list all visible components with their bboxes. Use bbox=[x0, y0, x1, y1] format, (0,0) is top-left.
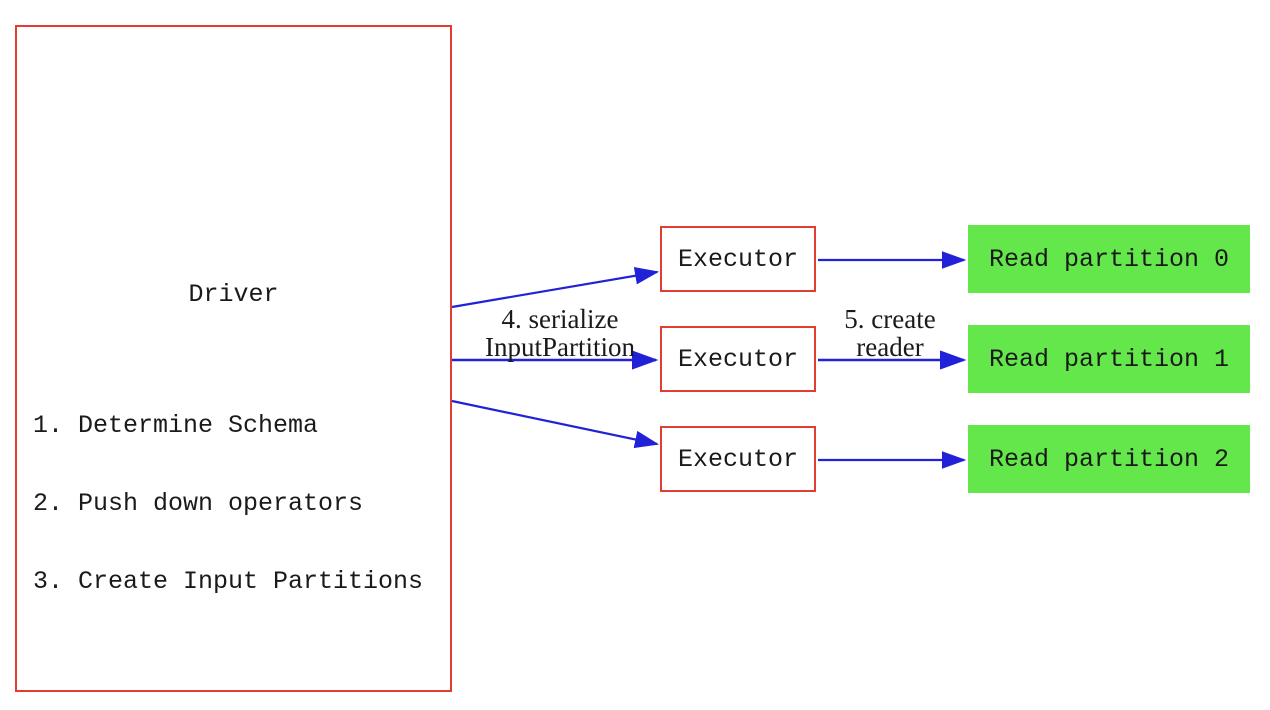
executor-label: Executor bbox=[677, 444, 799, 474]
edge-label-line: InputPartition bbox=[485, 332, 635, 362]
driver-steps: 1. Determine Schema 2. Push down operato… bbox=[33, 361, 423, 647]
executor-label: Executor bbox=[677, 244, 799, 274]
arrow-driver-to-executor-0 bbox=[451, 267, 660, 309]
executor-node-0: Executor bbox=[660, 226, 816, 292]
edge-label-line: 5. create bbox=[844, 304, 936, 334]
edge-label-line: 4. serialize bbox=[501, 304, 619, 334]
read-partition-node-2: Read partition 2 bbox=[968, 425, 1250, 493]
read-partition-node-1: Read partition 1 bbox=[968, 325, 1250, 393]
driver-step-2: 2. Push down operators bbox=[33, 489, 364, 518]
read-partition-label: Read partition 0 bbox=[988, 244, 1230, 274]
read-partition-label: Read partition 2 bbox=[988, 444, 1230, 474]
edge-label-create-reader: 5. create reader bbox=[770, 305, 1010, 361]
driver-node: Driver 1. Determine Schema 2. Push down … bbox=[15, 25, 452, 692]
edge-label-serialize-inputpartition: 4. serialize InputPartition bbox=[430, 305, 690, 361]
arrow-driver-to-executor-2 bbox=[451, 399, 660, 449]
executor-label: Executor bbox=[677, 344, 799, 374]
read-partition-node-0: Read partition 0 bbox=[968, 225, 1250, 293]
executor-node-2: Executor bbox=[660, 426, 816, 492]
edge-label-line: reader bbox=[856, 332, 924, 362]
read-partition-label: Read partition 1 bbox=[988, 344, 1230, 374]
executor-node-1: Executor bbox=[660, 326, 816, 392]
driver-step-1: 1. Determine Schema bbox=[33, 411, 319, 440]
driver-step-3: 3. Create Input Partitions bbox=[33, 567, 424, 596]
driver-title: Driver bbox=[188, 280, 279, 309]
